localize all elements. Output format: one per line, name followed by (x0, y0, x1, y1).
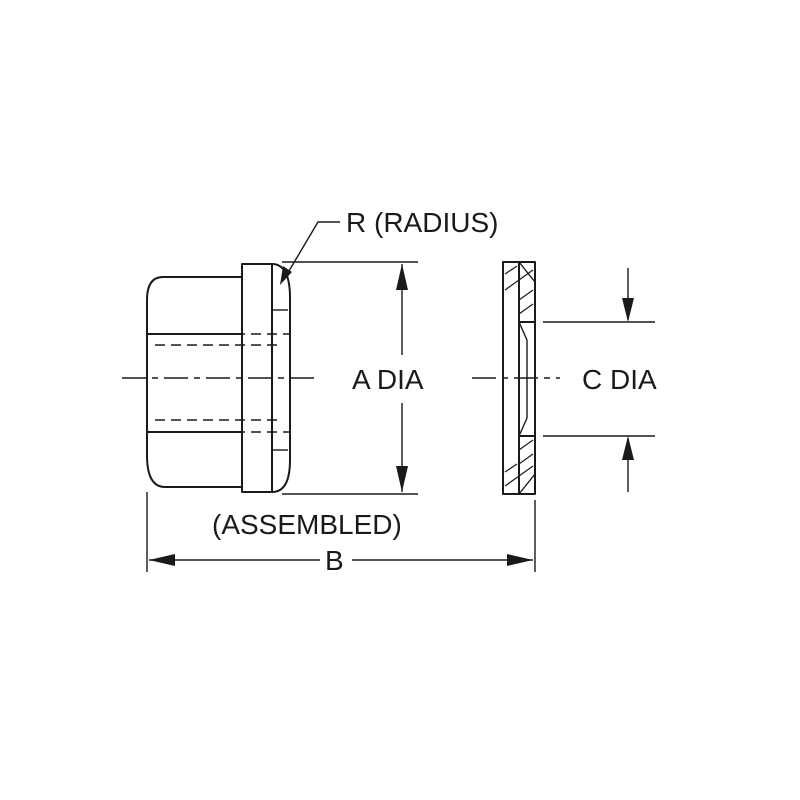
c-dia-label: C DIA (582, 364, 657, 395)
hidden-thread-lines (155, 333, 290, 433)
radius-leader (280, 221, 340, 285)
radius-label: R (RADIUS) (346, 207, 498, 238)
a-dia-label: A DIA (352, 364, 424, 395)
assembled-label: (ASSEMBLED) (212, 509, 402, 540)
a-dia-dimension (282, 261, 418, 495)
washer-section (502, 261, 536, 495)
hex-nut-body (146, 276, 243, 488)
b-label: B (325, 545, 344, 576)
b-dimension (146, 492, 536, 572)
c-dia-dimension (543, 268, 655, 492)
